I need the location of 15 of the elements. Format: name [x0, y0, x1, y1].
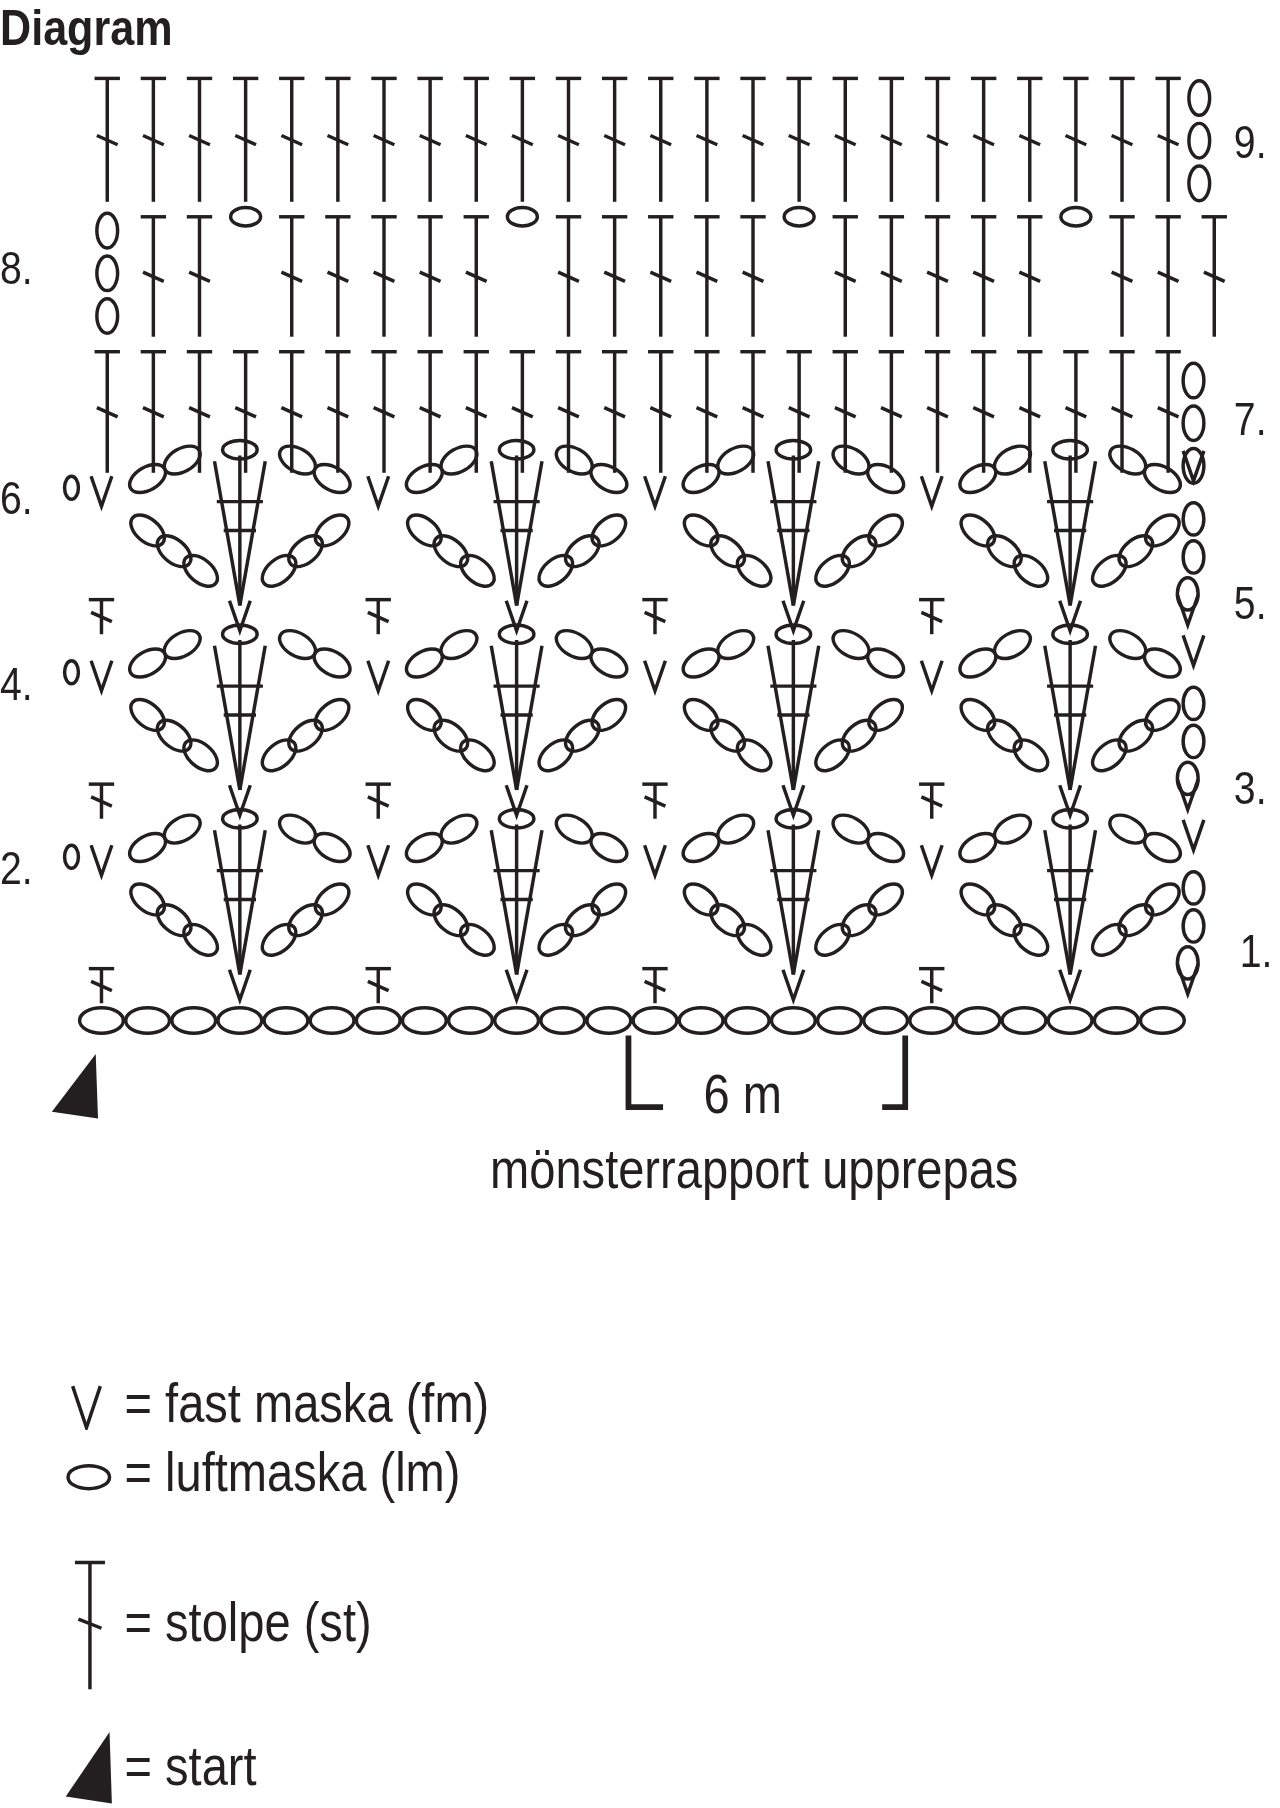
legend-text: = start	[124, 1738, 257, 1795]
legend-text: = fast maska (fm)	[124, 1375, 490, 1432]
row-number: 8.	[0, 244, 33, 291]
row-number: 2.	[0, 845, 33, 892]
legend-text: = stolpe (st)	[124, 1594, 372, 1651]
row-number: 1.	[1239, 928, 1273, 975]
row-number: 5.	[1233, 580, 1267, 627]
row-number: 4.	[0, 660, 33, 707]
repeat-width-label: 6 m	[703, 1066, 782, 1122]
row-number: 3.	[1233, 764, 1267, 811]
row-number: 9.	[1233, 118, 1267, 165]
diagram-title: Diagram	[0, 2, 173, 54]
row-number: 7.	[1233, 395, 1267, 442]
legend-text: = luftmaska (lm)	[124, 1444, 461, 1501]
row-number: 6.	[0, 475, 33, 522]
